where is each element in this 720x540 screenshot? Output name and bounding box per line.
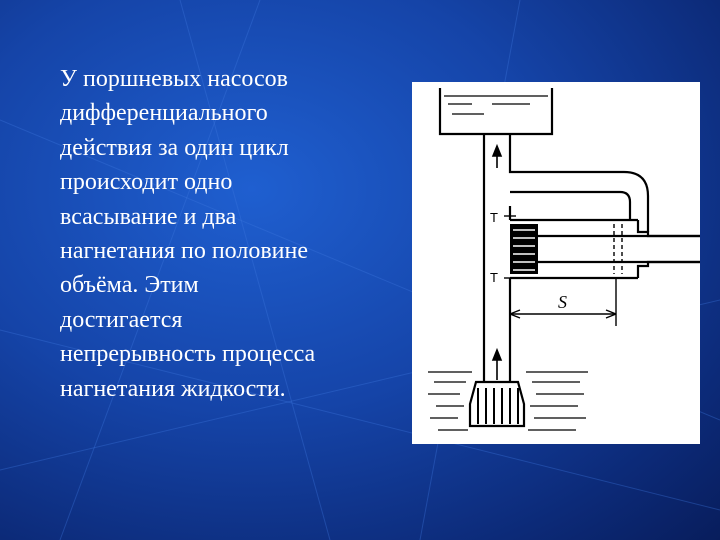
upper-marker-label: T xyxy=(490,210,498,225)
lower-marker-label: T xyxy=(490,270,498,285)
text-line: нагнетания по половине xyxy=(60,238,309,265)
upper-water-surface xyxy=(444,95,548,115)
text-line: происходит одно xyxy=(60,169,233,196)
piston-dashed xyxy=(613,224,623,274)
text-line: дифференциального xyxy=(60,100,268,127)
lower-water-surface xyxy=(428,371,588,431)
stroke-dimension xyxy=(509,278,617,326)
upper-dead-point-marker: T xyxy=(490,210,516,225)
text-line: нагнетания жидкости. xyxy=(60,375,286,402)
piston-rod xyxy=(538,234,700,264)
lower-dead-point-marker: T xyxy=(490,270,516,285)
text-line: достигается xyxy=(60,306,183,333)
text-line: объёма. Этим xyxy=(60,272,199,299)
main-pipe-right-wall xyxy=(508,134,650,232)
strainer xyxy=(468,380,526,428)
upper-tank xyxy=(438,88,554,136)
stroke-label: S xyxy=(558,292,567,312)
bypass-pipe-inner xyxy=(510,190,632,220)
text-line: действия за один цикл xyxy=(60,134,289,161)
description-text: У поршневых насосов дифференциального де… xyxy=(60,62,405,406)
piston xyxy=(510,224,538,274)
text-line: всасывание и два xyxy=(60,203,237,230)
pump-diagram: T T S xyxy=(412,82,700,444)
pump-diagram-svg: T T S xyxy=(428,88,700,431)
text-line: У поршневых насосов xyxy=(60,66,288,92)
flow-arrow-up xyxy=(491,143,503,380)
text-line: непрерывность процесса xyxy=(60,341,316,368)
